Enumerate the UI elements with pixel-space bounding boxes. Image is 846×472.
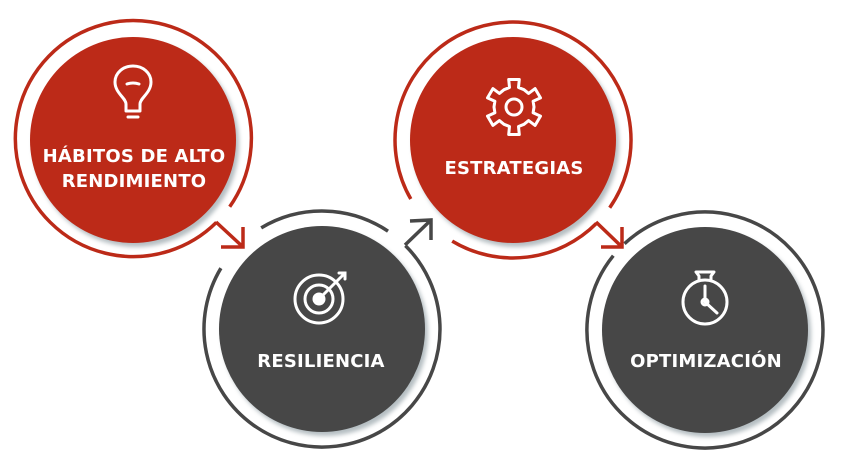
step-label: RESILIENCIA (257, 351, 384, 372)
arrow-icon (594, 220, 624, 249)
step-label-line: RENDIMIENTO (62, 171, 207, 192)
step-label: ESTRATEGIAS (444, 158, 583, 179)
ring-arc (202, 244, 442, 449)
step-resiliencia: RESILIENCIA (219, 226, 425, 432)
ring-arc (585, 210, 825, 450)
target-icon (293, 271, 347, 325)
step-label-line: HÁBITOS DE ALTO (43, 145, 226, 167)
ring-arc (13, 18, 254, 259)
ring-arc (451, 222, 598, 260)
step-estrategias: ESTRATEGIAS (410, 37, 616, 243)
step-optimizacion: OPTIMIZACIÓN (602, 227, 808, 433)
arrow-icon (403, 218, 433, 247)
step-circle (410, 37, 616, 243)
arrow-icon (214, 220, 245, 249)
ring-arc (393, 20, 633, 209)
stopwatch-icon (681, 270, 729, 326)
lightbulb-icon (113, 64, 153, 119)
step-habitos: HÁBITOS DE ALTO RENDIMIENTO (30, 37, 236, 243)
step-circle (30, 37, 236, 243)
step-circle (219, 226, 425, 432)
gear-icon (486, 78, 542, 136)
connector-arrows (214, 218, 624, 249)
ring-arc (260, 209, 389, 233)
step-circle (602, 227, 808, 433)
rings (13, 18, 825, 450)
step-label: OPTIMIZACIÓN (630, 350, 782, 372)
